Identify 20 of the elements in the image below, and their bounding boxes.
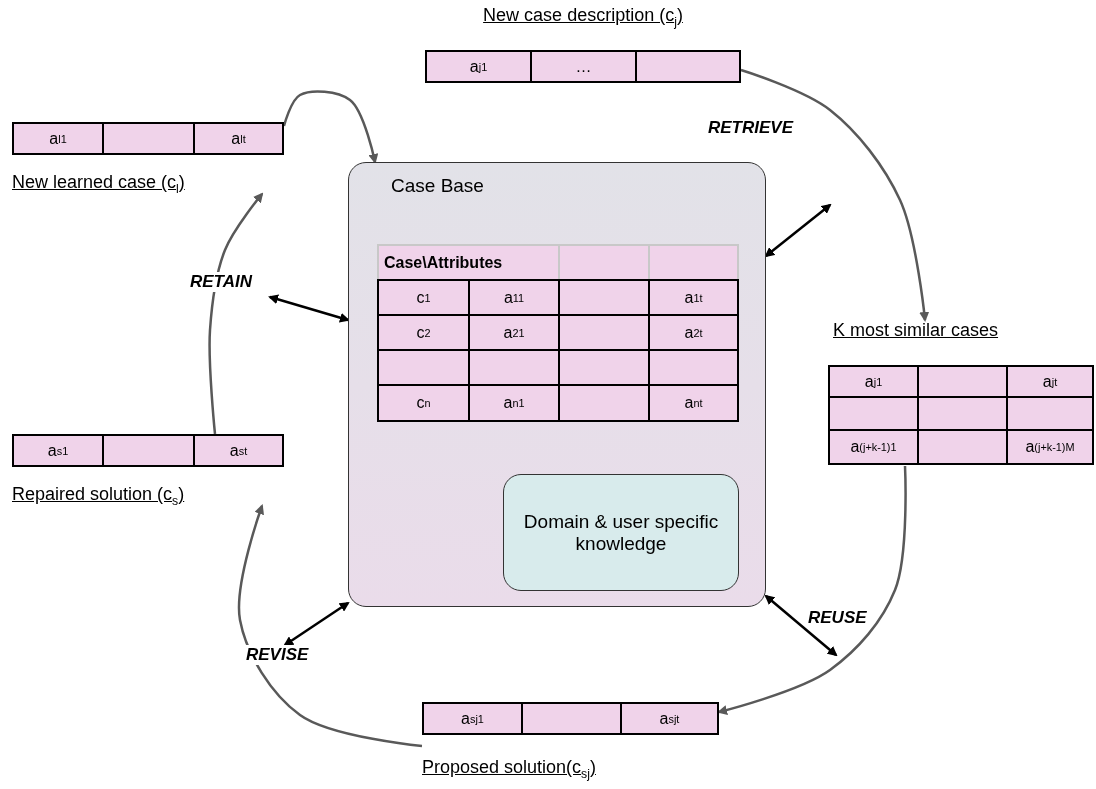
heading: Repaired solution (c$_{s}$)	[12, 484, 185, 508]
arrow	[740, 68, 930, 322]
arrow	[268, 294, 350, 323]
edge-label: REVISE	[244, 645, 311, 665]
case-base-panel	[348, 162, 766, 607]
arrow	[764, 594, 838, 657]
arrow	[283, 601, 350, 647]
arrow	[237, 504, 423, 748]
heading: K most similar cases	[833, 320, 999, 341]
edge-label: RETAIN	[188, 272, 254, 292]
heading: Case Base	[391, 175, 484, 197]
heading: Proposed solution(c$_{sj}$)	[422, 757, 596, 781]
arrow	[208, 192, 264, 435]
heading: New learned case (c$_{l}$)	[12, 172, 185, 196]
heading: New case description (c$_{j}$)	[483, 5, 683, 29]
arrow	[764, 203, 832, 258]
arrow	[282, 90, 379, 164]
table-cell: …	[530, 50, 637, 83]
table-cell: Case\Attributes	[377, 244, 560, 281]
knowledge-box: Domain & user specific knowledge	[503, 474, 739, 591]
